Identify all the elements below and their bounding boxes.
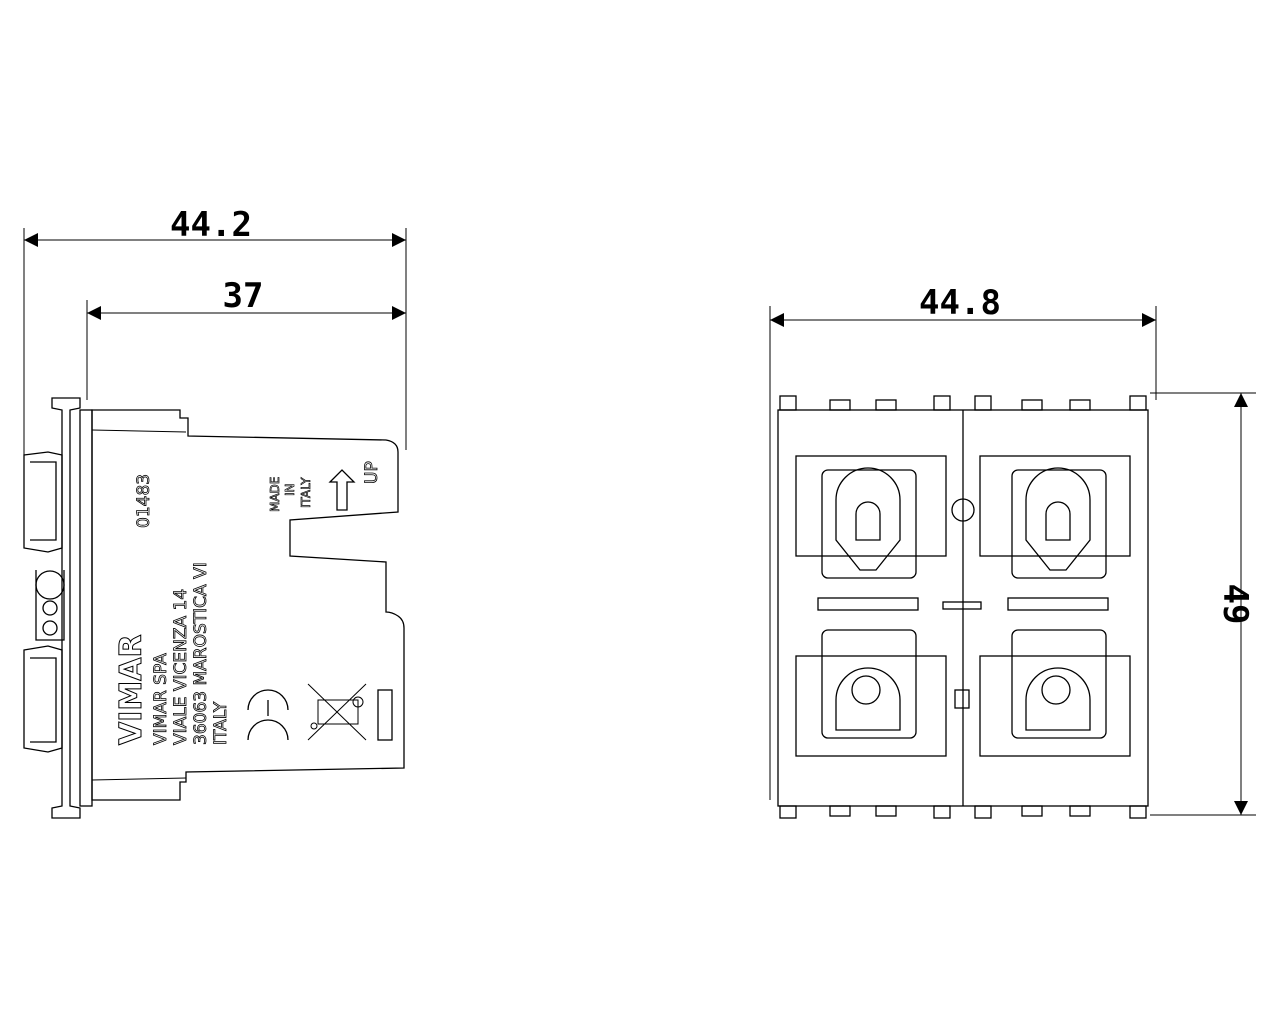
orientation-label: UP [362,461,382,484]
switch-module-bottom-right [979,629,1131,757]
switch-module-top-left [795,455,947,579]
up-arrow-icon [328,469,356,511]
module-body [91,409,405,801]
front-view: 44.8 49 [769,283,1256,819]
dimension-height-label: 49 [1215,584,1255,625]
made-in-line-3: ITALY [299,477,313,508]
label-slot [377,689,393,741]
switch-module-bottom-left [795,629,947,757]
frame-tabs [779,395,1147,819]
address-line-3: 36063 MAROSTICA VI [191,562,211,745]
address-line-4: ITALY [211,701,231,745]
side-view: 44.2 37 VIMAR 01483 VIMAR SPA VIAL [23,205,407,819]
product-code: 01483 [134,474,154,528]
switch-module-top-right [979,455,1131,579]
dimension-body-label: 37 [223,276,264,316]
made-in-line-2: IN [283,483,297,496]
dimension-width-label: 44.8 [919,283,1001,323]
address-line-1: VIMAR SPA [151,653,171,745]
ce-mark-icon [247,689,289,741]
mounting-frame [23,397,93,819]
made-in-line-1: MADE [268,477,282,512]
center-screw [951,498,975,522]
brand-logo: VIMAR [114,634,149,745]
dimension-overall-label: 44.2 [170,205,252,245]
weee-bin-icon [307,683,367,741]
address-line-2: VIALE VICENZA 14 [171,589,191,745]
